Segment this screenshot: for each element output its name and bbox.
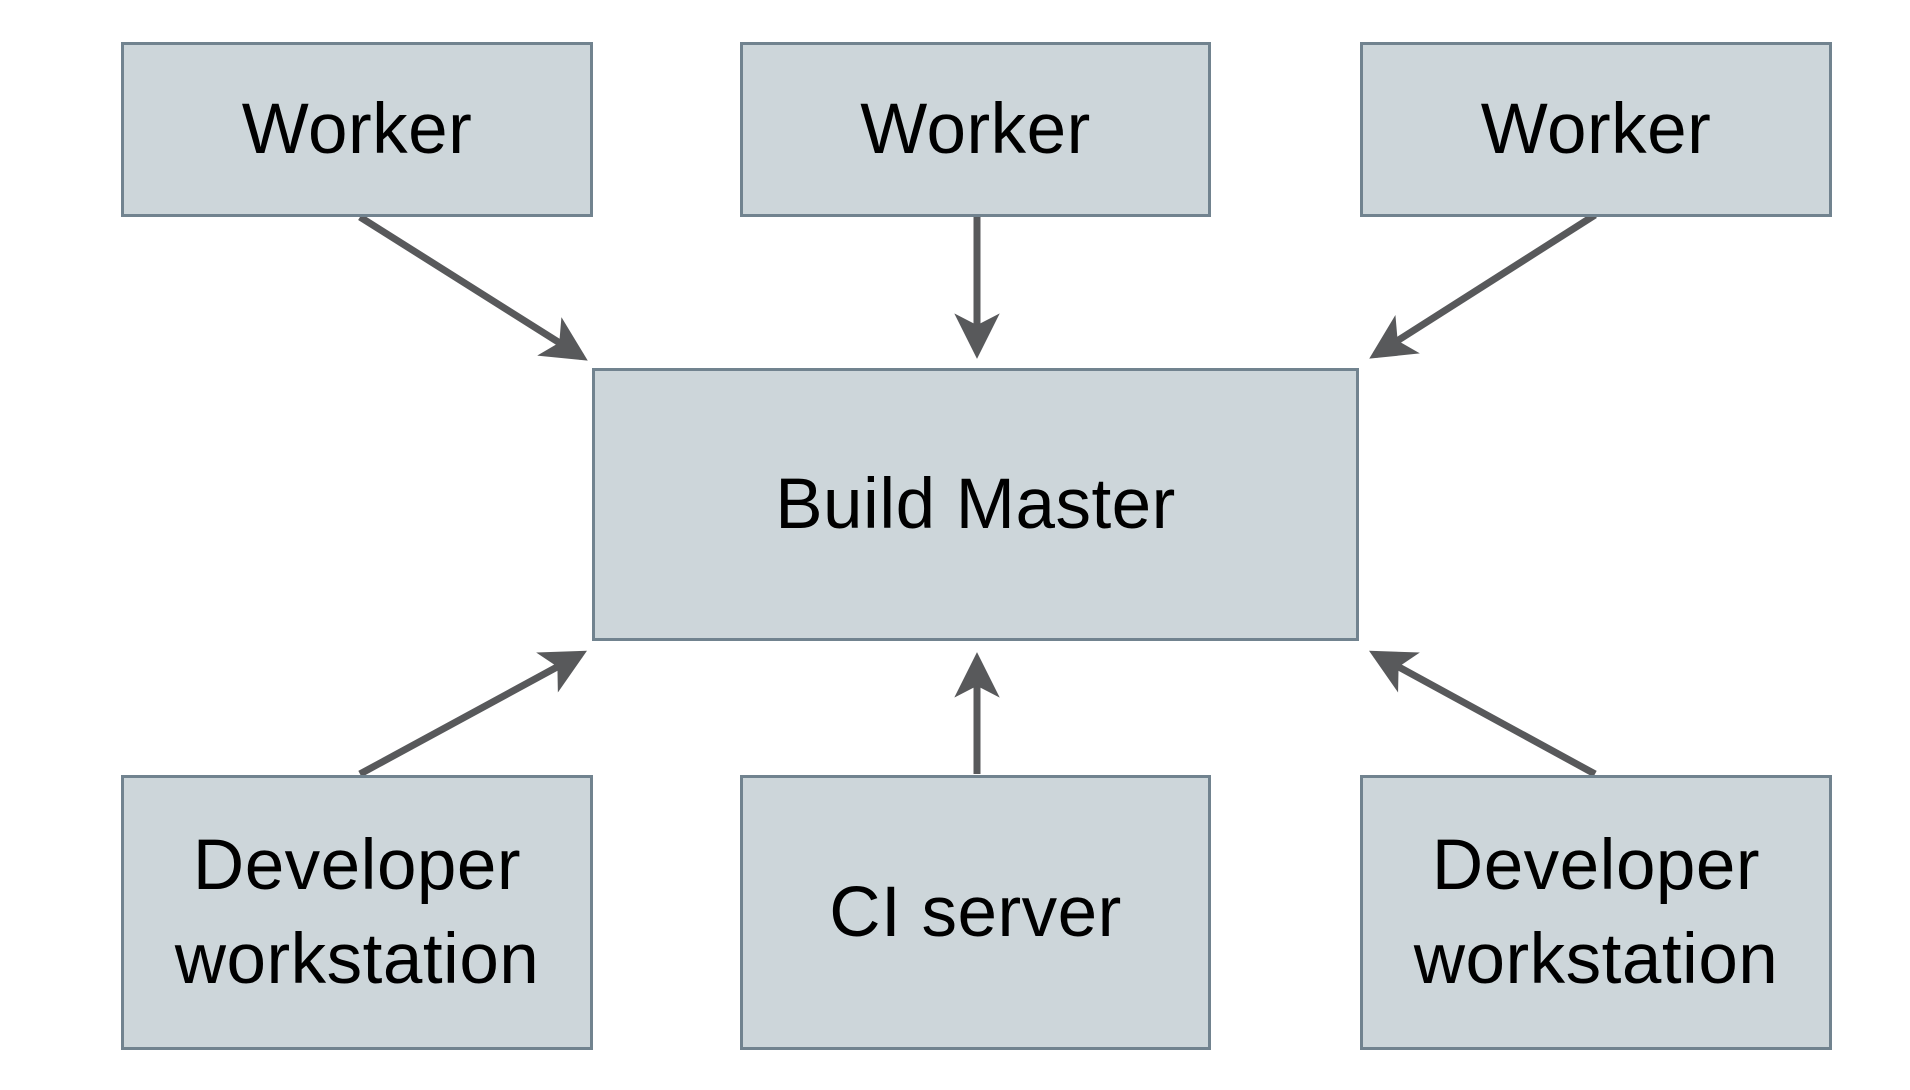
arrow-worker-1-to-build-master — [358, 214, 588, 361]
node-worker-1: Worker — [121, 42, 593, 217]
arrow-dev-1-to-build-master — [358, 650, 587, 778]
node-build-master-label: Build Master — [775, 464, 1176, 544]
node-developer-workstation-1-label: Developer workstation — [174, 825, 540, 999]
node-developer-workstation-2: Developer workstation — [1360, 775, 1832, 1050]
node-developer-workstation-2-label: Developer workstation — [1413, 825, 1779, 999]
node-ci-server-label: CI server — [829, 872, 1122, 952]
node-build-master: Build Master — [592, 368, 1359, 641]
node-developer-workstation-1: Developer workstation — [121, 775, 593, 1050]
node-worker-1-label: Worker — [241, 89, 473, 169]
arrow-worker-3-to-build-master — [1369, 212, 1597, 359]
node-ci-server: CI server — [740, 775, 1211, 1050]
node-worker-2: Worker — [740, 42, 1211, 217]
node-worker-3: Worker — [1360, 42, 1832, 217]
node-worker-2-label: Worker — [860, 89, 1091, 169]
arrow-dev-2-to-build-master — [1369, 650, 1597, 778]
node-worker-3-label: Worker — [1480, 89, 1712, 169]
